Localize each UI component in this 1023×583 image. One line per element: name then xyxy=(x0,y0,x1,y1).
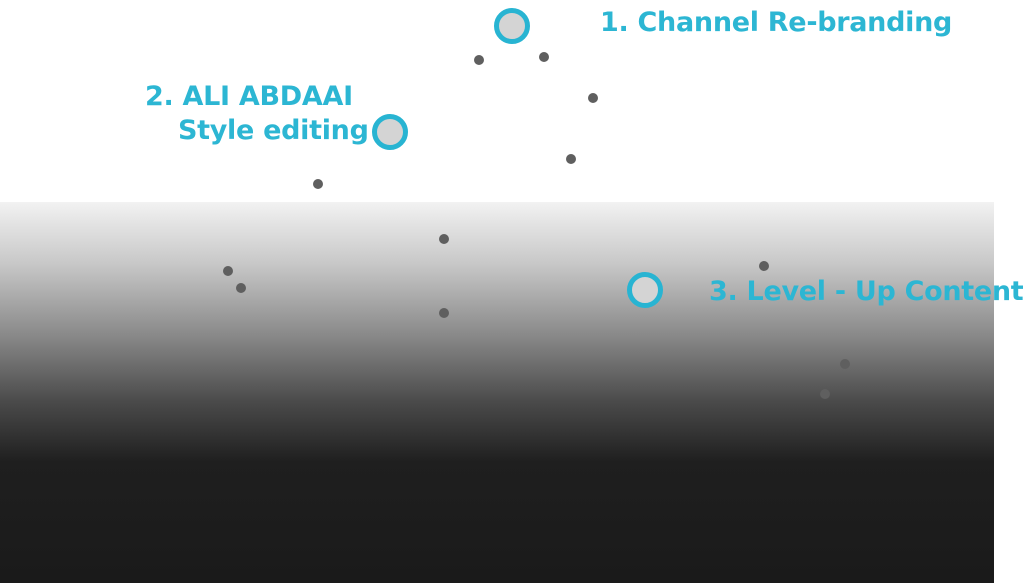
path-dot xyxy=(588,93,598,103)
path-dot xyxy=(759,261,769,271)
milestone-node-1[interactable] xyxy=(494,8,530,44)
milestone-node-2[interactable] xyxy=(372,114,408,150)
milestone-label-2: 2. ALI ABDAAI Style editing xyxy=(145,80,369,148)
path-dot xyxy=(840,359,850,369)
path-dot xyxy=(439,308,449,318)
path-dot xyxy=(539,52,549,62)
path-dot xyxy=(439,234,449,244)
path-dot xyxy=(566,154,576,164)
milestone-label-2-line-1: 2. ALI ABDAAI xyxy=(145,81,353,112)
dark-gradient-band xyxy=(0,202,994,583)
milestone-label-1: 1. Channel Re-branding xyxy=(600,7,953,38)
milestone-label-3: 3. Level - Up Content xyxy=(709,276,1023,307)
path-dot xyxy=(313,179,323,189)
path-dot xyxy=(236,283,246,293)
milestone-label-2-line-2: Style editing xyxy=(178,115,369,146)
path-dot xyxy=(223,266,233,276)
path-dot xyxy=(820,389,830,399)
path-dot xyxy=(474,55,484,65)
milestone-node-3[interactable] xyxy=(627,272,663,308)
